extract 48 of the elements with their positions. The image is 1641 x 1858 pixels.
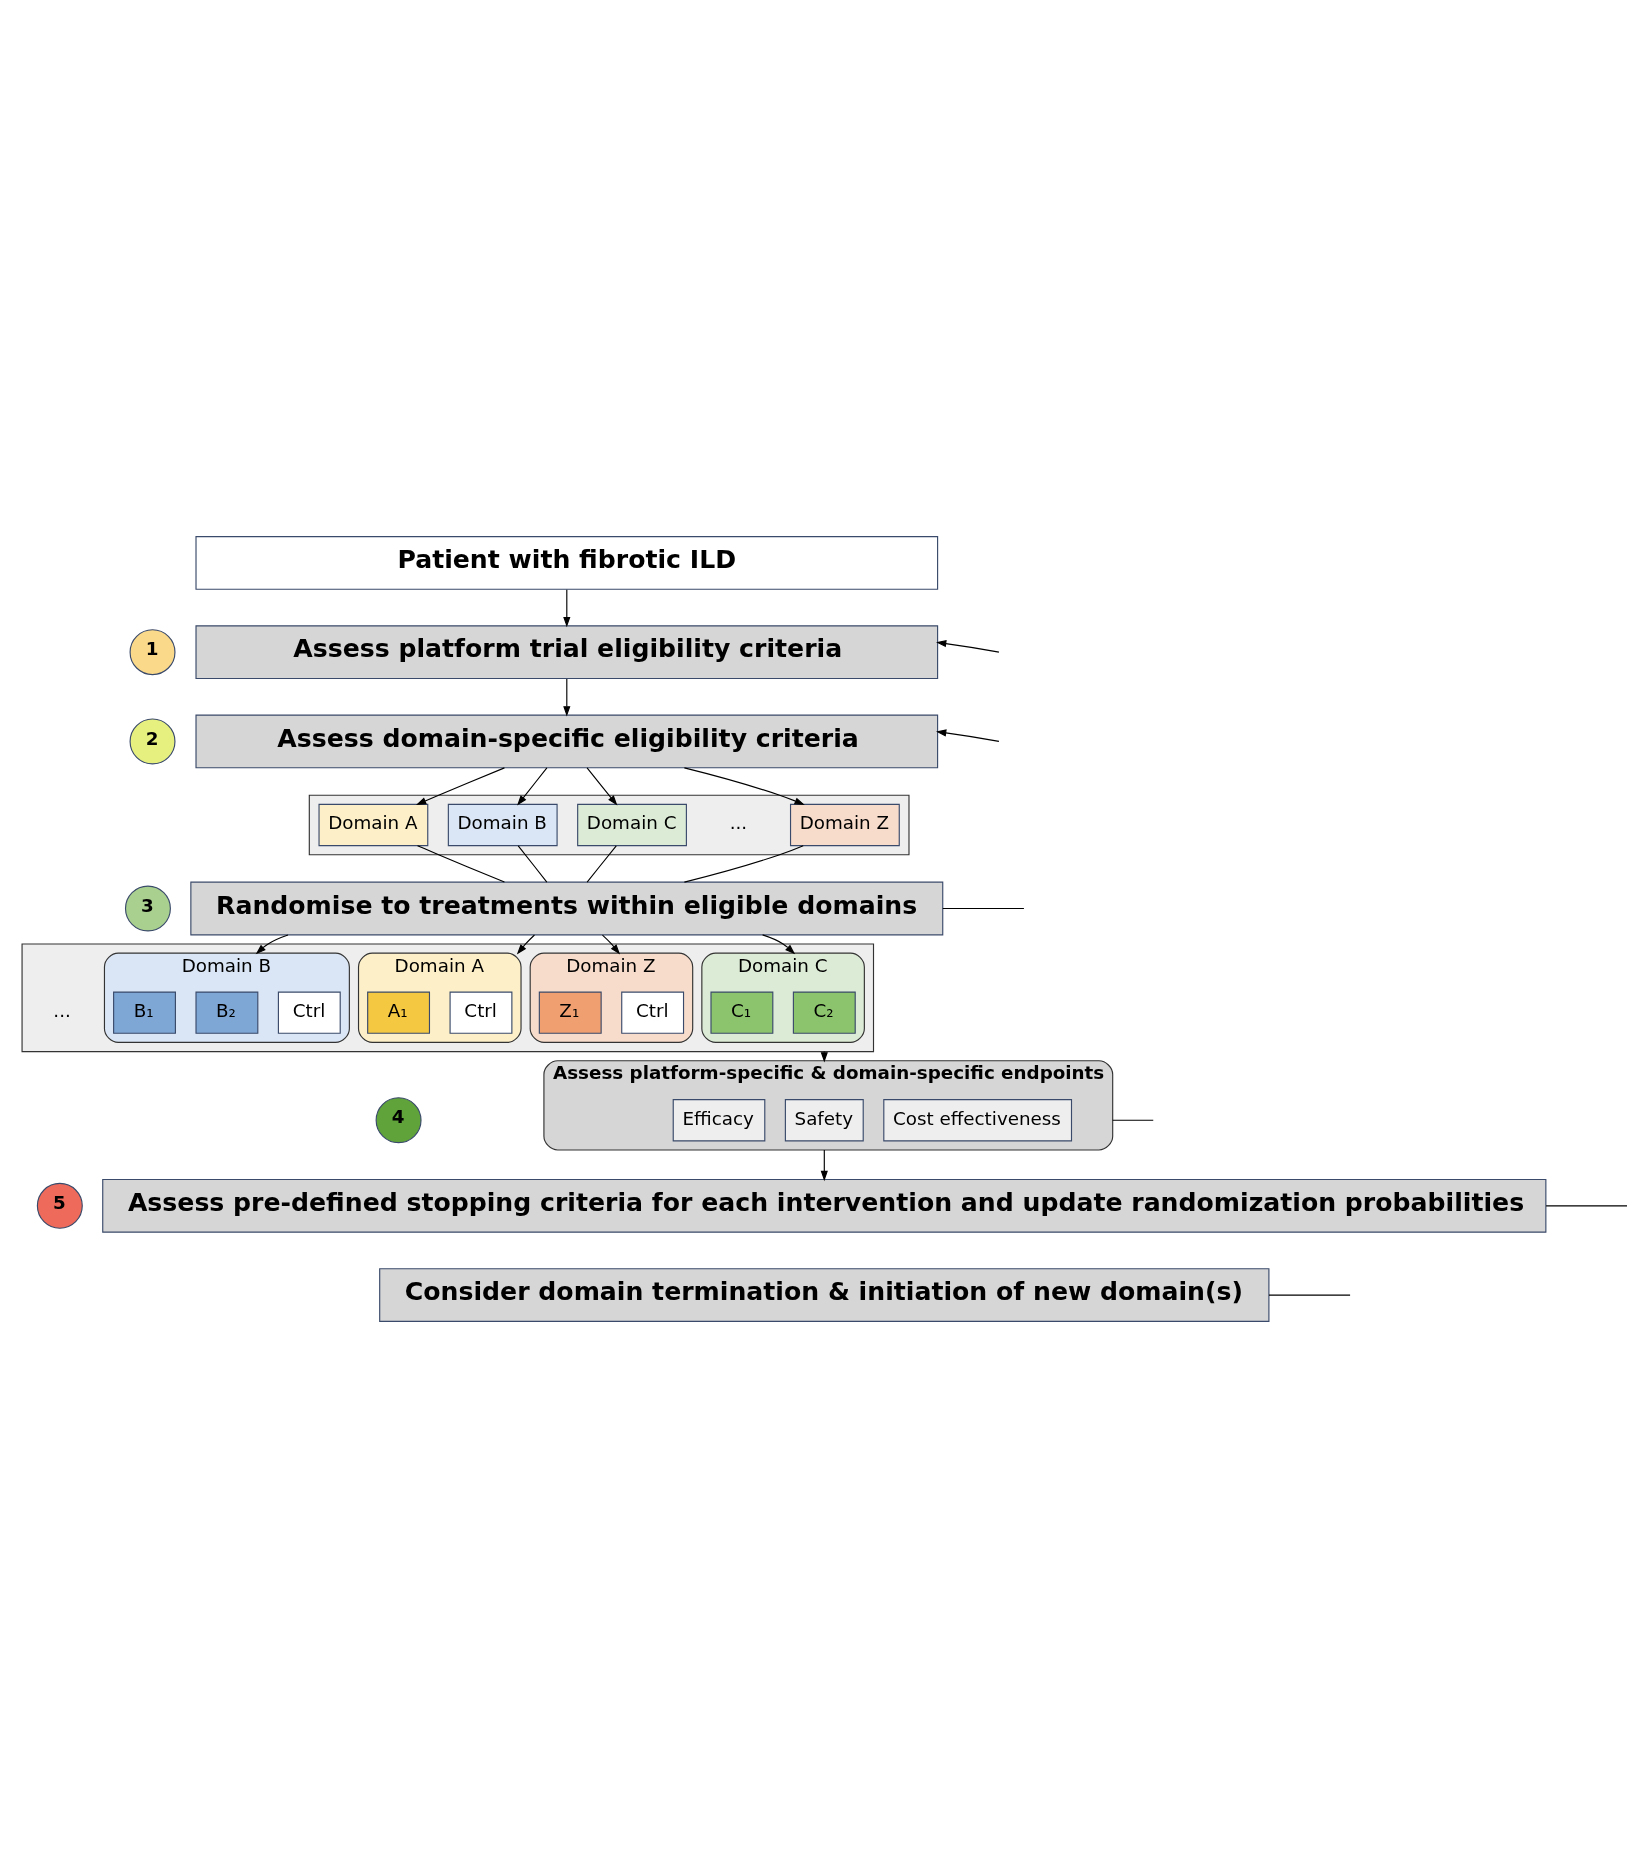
arrow bbox=[563, 589, 571, 628]
connector bbox=[942, 907, 1025, 910]
connector bbox=[586, 845, 617, 883]
arrow bbox=[516, 934, 536, 955]
node-box: Cost effectiveness bbox=[883, 1099, 1073, 1142]
node-box: Domain B bbox=[447, 803, 558, 847]
node-box: B₂ bbox=[195, 991, 259, 1034]
node-box: C₂ bbox=[792, 991, 856, 1034]
node-box: Assess domain-specific eligibility criteria bbox=[195, 714, 939, 769]
node-circle: 2 bbox=[129, 718, 176, 765]
node-box: Assess pre-defined stopping criteria for each intervention and update randomization probabilities bbox=[102, 1178, 1547, 1233]
node-box: Patient with fibrotic ILD bbox=[195, 536, 939, 590]
node-circle: 1 bbox=[129, 629, 176, 676]
node-box: Domain A bbox=[318, 803, 429, 847]
connector bbox=[1268, 1294, 1351, 1296]
arrow bbox=[820, 1149, 828, 1182]
node-box: C₁ bbox=[710, 991, 774, 1034]
arrow bbox=[415, 767, 505, 805]
node-circle: 5 bbox=[36, 1182, 83, 1229]
node-box: Z₁ bbox=[538, 991, 602, 1034]
arrow bbox=[517, 767, 548, 806]
connector bbox=[517, 845, 548, 883]
arrow bbox=[255, 934, 289, 955]
node-box: Efficacy bbox=[672, 1099, 766, 1142]
node-box: Domain C bbox=[577, 803, 687, 847]
arrow bbox=[601, 934, 621, 955]
arrow bbox=[936, 729, 1000, 742]
node-box: Randomise to treatments within eligible domains bbox=[190, 881, 944, 936]
node-box: A₁ bbox=[367, 991, 431, 1034]
arrow bbox=[762, 934, 796, 955]
label: ... bbox=[729, 812, 748, 834]
arrow bbox=[563, 678, 571, 717]
node-box: Ctrl bbox=[277, 991, 341, 1034]
node-box: Consider domain termination & initiation of new domain(s) bbox=[379, 1268, 1270, 1322]
connector bbox=[1545, 1205, 1628, 1207]
node-box: Assess platform trial eligibility criteria bbox=[195, 625, 939, 680]
node-box: Ctrl bbox=[621, 991, 685, 1034]
node-box: Ctrl bbox=[449, 991, 513, 1034]
node-circle: 3 bbox=[124, 885, 171, 932]
label: ... bbox=[53, 1000, 71, 1022]
node-box: Safety bbox=[784, 1099, 864, 1142]
connector bbox=[417, 845, 505, 883]
node-box: B₁ bbox=[113, 991, 176, 1034]
arrow bbox=[936, 640, 1000, 653]
connector bbox=[1112, 1119, 1154, 1121]
arrow bbox=[586, 767, 618, 806]
node-box: Domain Z bbox=[789, 803, 900, 847]
node-circle: 4 bbox=[375, 1097, 422, 1144]
